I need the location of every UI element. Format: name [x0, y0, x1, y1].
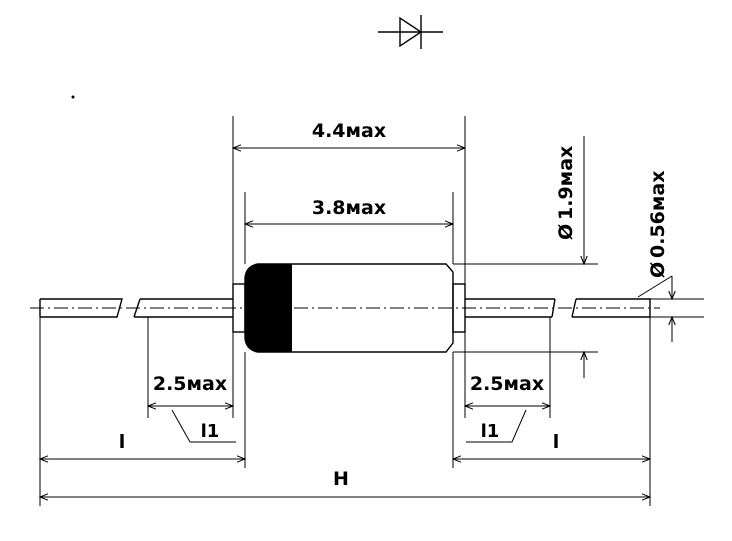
- dim-lead-right: 2.5мах: [465, 317, 550, 418]
- dim-lead-diameter-label: 0.56мах: [647, 171, 669, 259]
- diameter-symbol: Ø: [555, 224, 577, 240]
- dim-overall-body-label: 4.4мах: [312, 120, 386, 142]
- dim-lead-right-label: 2.5мах: [470, 373, 544, 395]
- cathode-band: [245, 264, 292, 352]
- dim-l-left: l: [40, 317, 245, 506]
- dim-body: 3.8мах: [245, 192, 453, 264]
- dim-lead-diameter: Ø 0.56мах: [637, 171, 704, 342]
- dim-body-diameter-label: 1.9мах: [555, 146, 577, 220]
- dim-overall-length-label: H: [333, 468, 349, 490]
- dim-lead-left-label: 2.5мах: [153, 373, 227, 395]
- dim-l-right: l: [453, 317, 650, 506]
- l1-left-leader: l1: [171, 409, 236, 443]
- dim-overall-body: 4.4мах: [233, 116, 465, 284]
- l1-left-label: l1: [201, 421, 220, 442]
- diameter-symbol-lead: Ø: [647, 262, 669, 278]
- lead-right: [465, 298, 651, 318]
- lead-left: [39, 298, 233, 318]
- dim-l-right-label: l: [553, 431, 560, 453]
- dim-body-label: 3.8мах: [312, 197, 386, 219]
- dim-body-diameter: Ø 1.9мах: [453, 136, 598, 378]
- l1-right-label: l1: [481, 421, 500, 442]
- dim-l-left-label: l: [119, 431, 126, 453]
- l1-right-leader: l1: [466, 409, 527, 443]
- dim-lead-left: 2.5мах: [148, 317, 233, 418]
- stray-dot: [71, 95, 75, 99]
- diode-symbol-icon: [378, 15, 443, 49]
- dim-overall-length: H: [40, 468, 650, 497]
- diode-body: [244, 263, 454, 353]
